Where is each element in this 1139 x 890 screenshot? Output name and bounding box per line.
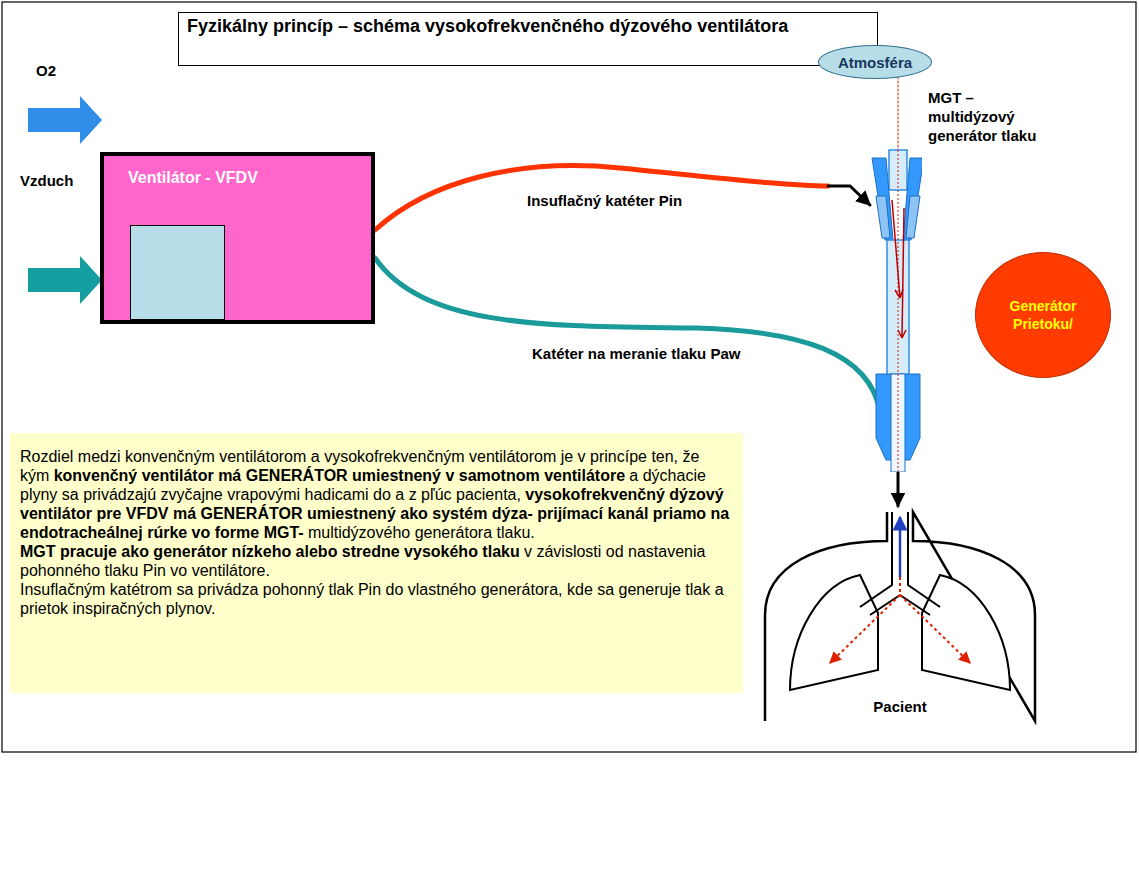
left-lung	[790, 575, 878, 690]
note-box: Rozdiel medzi konvenčným ventilátorom a …	[10, 433, 743, 693]
flow-generator-ellipse: Generátor Prietoku/	[975, 252, 1111, 378]
connector-line	[898, 77, 899, 150]
connector-line	[375, 166, 828, 230]
trachea-bronchi	[860, 512, 940, 615]
thorax-drawing	[760, 505, 1040, 725]
nozzle-drawing	[862, 88, 922, 472]
node-label: Pacient	[760, 698, 1040, 715]
note-text: Insuflačným katétrom sa privádza pohonný…	[20, 581, 724, 617]
title-text: Fyzikálny princíp – schéma vysokofrekven…	[187, 16, 847, 37]
node-label: Generátor Prietoku/	[999, 297, 1087, 333]
node-label: MGT – multidýzový generátor tlaku	[928, 88, 1046, 145]
note-text: konvenčný ventilátor má GENERÁTOR umiest…	[54, 467, 625, 484]
connector	[375, 258, 880, 412]
node-label: Atmosféra	[838, 54, 912, 71]
note-text: MGT pracuje ako generátor nízkeho alebo …	[20, 543, 520, 560]
ventilator-display	[130, 225, 225, 320]
connector	[898, 472, 899, 506]
connector-line	[828, 186, 870, 205]
left-inner-jet	[876, 196, 890, 238]
catheter-label: Katéter na meranie tlaku Paw	[530, 345, 742, 362]
inlet-label: O2	[36, 62, 56, 79]
inflow-arrow-left	[830, 565, 900, 663]
connector-line	[897, 472, 900, 506]
note-text: multidýzového generátora tlaku.	[308, 524, 535, 541]
right-inner-jet	[906, 196, 920, 238]
outflow-arrow	[899, 517, 902, 577]
atmosphere-ellipse: Atmosféra	[818, 45, 932, 79]
connector-line	[375, 258, 880, 412]
connector	[898, 77, 899, 150]
right-lung	[922, 575, 1010, 690]
title-box: Fyzikálny princíp – schéma vysokofrekven…	[178, 12, 878, 66]
note-paragraph: Insuflačným katétrom sa privádza pohonný…	[20, 580, 733, 618]
inflow-arrow-right	[900, 595, 970, 663]
ventilator-box: Ventilátor - VFDV	[100, 152, 375, 324]
inlet-label: Vzduch	[20, 172, 73, 189]
catheter-label: Insuflačný katéter Pin	[525, 192, 684, 209]
oxygen-inlet-arrow	[28, 96, 102, 144]
jet-flow-arrow	[898, 208, 906, 338]
note-paragraph: MGT pracuje ako generátor nízkeho alebo …	[20, 542, 733, 580]
jet-flow-arrow	[892, 200, 903, 298]
air-inlet-arrow	[28, 256, 102, 304]
left-jet-nozzle	[872, 158, 893, 240]
patient-lungs: Pacient	[760, 505, 1040, 725]
outer-frame	[2, 2, 1136, 752]
note-paragraph: Rozdiel medzi konvenčným ventilátorom a …	[20, 447, 733, 542]
node-label: Ventilátor - VFDV	[128, 169, 258, 187]
connector	[375, 166, 870, 230]
thorax-outline	[765, 512, 1035, 721]
right-jet-nozzle	[903, 158, 922, 240]
gas-path-line	[898, 150, 899, 472]
